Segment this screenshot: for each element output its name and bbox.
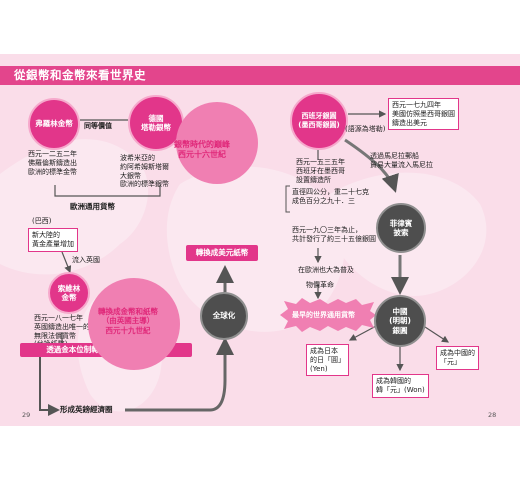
left-page-number: 29: [22, 411, 31, 419]
issued-count: 西元一九〇三年為止， 共計發行了約三十五億銀圓: [292, 226, 376, 243]
thaler-label: 德國 塔勒銀幣: [141, 113, 171, 132]
coin-specification: 直徑四公分，重二十七克 成色百分之九十．三: [292, 188, 369, 205]
thaler-description: 波希米亞的 約阿希姆斯塔爾 大銀幣 歐洲的標準銀幣: [120, 154, 169, 189]
brazil-label: (巴西): [32, 217, 52, 225]
earliest-currency-burst: [280, 298, 376, 332]
globalization-circle: 全球化: [200, 292, 248, 340]
convert-usd-banner: 轉換成美元紙幣: [186, 245, 258, 261]
ming-silver-circle: 中國 (明朝) 銀圓: [374, 295, 426, 347]
florin-label: 弗羅林金幣: [35, 119, 73, 129]
philippine-peso-label: 菲律賓 披索: [389, 218, 413, 237]
equal-value-label: 同等價值: [84, 122, 112, 130]
ming-silver-label: 中國 (明朝) 銀圓: [389, 306, 411, 335]
spanish-dollar-circle: 西班牙銀圓 (墨西哥銀圓): [290, 92, 348, 150]
sovereign-label: 索維林 金幣: [57, 283, 81, 302]
title-bar: [0, 66, 520, 85]
gold-increase-box: 新大陸的 黃金產量增加: [28, 228, 78, 252]
japan-yen-box: 成為日本 的日「圓」 (Yen): [306, 344, 349, 377]
globalization-label: 全球化: [212, 311, 236, 321]
price-revolution-label: 物價革命: [306, 281, 334, 289]
korea-won-box: 成為韓國的 韓「元」(Won): [372, 374, 429, 398]
usd-origin-box: 西元一七九四年 美國仿照墨西哥銀圓 鑄造出美元: [388, 98, 459, 131]
earliest-currency-label: 最早的世界通用貨幣: [292, 311, 355, 319]
florin-description: 西元一二五二年 佛羅倫斯鑄造出 歐洲的標準金幣: [28, 150, 77, 176]
mexico-mint-description: 西元一五三五年 西班牙在墨西哥 設置鑄造所: [296, 158, 345, 184]
century19-label: 轉換成金幣和紙幣 （由英國主導） 西元十九世紀: [98, 307, 158, 335]
silver-peak-circle: [176, 102, 258, 184]
spanish-dollar-label: 西班牙銀圓 (墨西哥銀圓): [298, 112, 340, 129]
page-title: 從銀幣和金幣來看世界史: [14, 68, 146, 82]
century19-circle: [88, 278, 180, 370]
right-page-number: 28: [488, 411, 497, 419]
euro-currency-label: 歐洲通用貨幣: [70, 202, 115, 211]
etymology-label: (語源為塔勒): [345, 125, 386, 133]
sovereign-coin-circle: 索維林 金幣: [48, 272, 90, 314]
flow-uk-label: 流入英國: [72, 256, 100, 264]
china-yuan-box: 成為中國的 「元」: [436, 346, 479, 370]
pound-zone-label: 形成英鎊經濟圈: [60, 405, 113, 414]
silver-peak-title: 銀幣時代的巔峰 西元十六世紀: [174, 140, 230, 159]
florin-coin-circle: 弗羅林金幣: [28, 98, 80, 150]
philippine-peso-circle: 菲律賓 披索: [376, 203, 426, 253]
europe-popular-label: 在歐洲也大為普及: [298, 266, 354, 274]
manila-trade-label: 透過馬尼拉郵船 貿易大量流入馬尼拉: [370, 152, 433, 169]
